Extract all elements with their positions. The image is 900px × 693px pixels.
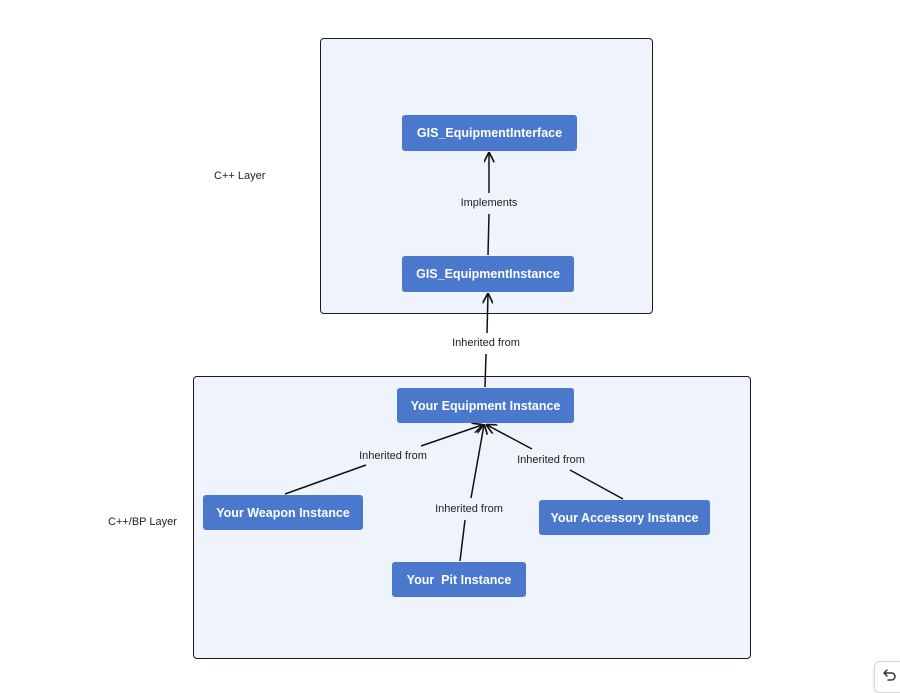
bp-layer-label: C++/BP Layer [108,516,177,528]
node-your-accessory-instance[interactable]: Your Accessory Instance [539,500,710,535]
cpp-layer-label: C++ Layer [214,170,266,182]
edge-label-implements: Implements [460,197,518,209]
node-gis-equipment-instance[interactable]: GIS_EquipmentInstance [402,256,574,292]
node-your-equipment-instance[interactable]: Your Equipment Instance [397,388,574,423]
node-your-pit-instance[interactable]: Your Pit Instance [392,562,526,597]
node-gis-equipment-interface[interactable]: GIS_EquipmentInterface [402,115,577,151]
edge-label-inherited-weapon: Inherited from [359,450,427,462]
edge-label-inherited-pit: Inherited from [435,503,503,515]
edge-label-inherited-accessory: Inherited from [517,454,585,466]
undo-button[interactable] [874,661,900,693]
undo-icon [882,667,898,688]
edge-label-inherited-main: Inherited from [452,337,520,349]
node-your-weapon-instance[interactable]: Your Weapon Instance [203,495,363,530]
